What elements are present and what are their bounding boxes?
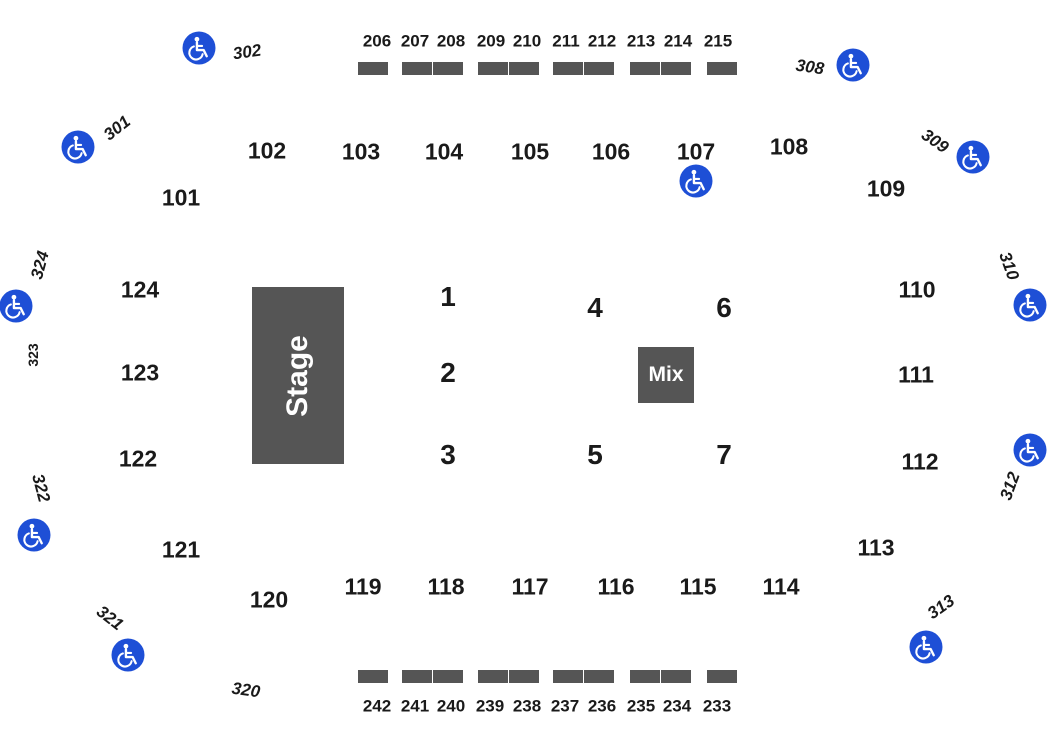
section-233-box[interactable] (707, 670, 737, 683)
stage-label: Stage (281, 334, 314, 417)
section-121[interactable]: 121 (161, 536, 201, 563)
section-208-box[interactable] (433, 62, 463, 75)
section-323[interactable]: 323 (25, 343, 41, 367)
section-324[interactable]: 324 (27, 248, 53, 282)
mix-position[interactable]: Mix (638, 347, 694, 403)
section-206[interactable]: 206 (362, 31, 392, 51)
section-118[interactable]: 118 (427, 573, 465, 600)
section-206-box[interactable] (358, 62, 388, 75)
section-241[interactable]: 241 (400, 696, 430, 716)
section-238[interactable]: 238 (512, 696, 542, 716)
section-112[interactable]: 112 (901, 448, 939, 475)
section-105[interactable]: 105 (510, 138, 550, 165)
section-313[interactable]: 313 (923, 591, 959, 623)
section-312[interactable]: 312 (996, 469, 1024, 503)
floor-section-1[interactable]: 1 (440, 281, 456, 312)
section-210[interactable]: 210 (512, 31, 542, 51)
section-242[interactable]: 242 (362, 696, 392, 716)
wheelchair-icon[interactable] (0, 289, 33, 323)
mix-label: Mix (648, 363, 684, 386)
section-120[interactable]: 120 (249, 586, 289, 613)
section-207[interactable]: 207 (400, 31, 430, 51)
section-114[interactable]: 114 (762, 573, 800, 600)
section-109[interactable]: 109 (866, 175, 906, 202)
stage[interactable]: Stage (252, 287, 344, 464)
section-238-box[interactable] (509, 670, 539, 683)
section-119[interactable]: 119 (344, 573, 382, 600)
section-110[interactable]: 110 (898, 276, 936, 303)
section-241-box[interactable] (402, 670, 432, 683)
section-239[interactable]: 239 (475, 696, 505, 716)
section-236-box[interactable] (584, 670, 614, 683)
section-208[interactable]: 208 (436, 31, 466, 51)
wheelchair-icon[interactable] (182, 31, 216, 65)
wheelchair-icon[interactable] (956, 140, 990, 174)
section-237-box[interactable] (553, 670, 583, 683)
section-117[interactable]: 117 (511, 573, 549, 600)
floor-section-5[interactable]: 5 (587, 439, 603, 470)
section-113[interactable]: 113 (857, 534, 895, 561)
section-301[interactable]: 301 (99, 111, 135, 145)
wheelchair-icon[interactable] (1013, 433, 1047, 467)
section-103[interactable]: 103 (341, 138, 381, 165)
section-322[interactable]: 322 (28, 471, 54, 505)
section-101[interactable]: 101 (161, 184, 201, 211)
section-102[interactable]: 102 (247, 137, 287, 164)
section-212-box[interactable] (584, 62, 614, 75)
section-240-box[interactable] (433, 670, 463, 683)
section-210-box[interactable] (509, 62, 539, 75)
section-239-box[interactable] (478, 670, 508, 683)
section-240[interactable]: 240 (436, 696, 466, 716)
section-234-box[interactable] (661, 670, 691, 683)
section-209-box[interactable] (478, 62, 508, 75)
wheelchair-icon[interactable] (1013, 288, 1047, 322)
section-214[interactable]: 214 (663, 31, 693, 51)
wheelchair-icon[interactable] (61, 130, 95, 164)
wheelchair-icon[interactable] (836, 48, 870, 82)
section-124[interactable]: 124 (120, 276, 160, 303)
floor-section-7[interactable]: 7 (716, 439, 732, 470)
section-115[interactable]: 115 (679, 573, 717, 600)
section-108[interactable]: 108 (769, 133, 809, 160)
section-302[interactable]: 302 (231, 40, 263, 64)
wheelchair-icon[interactable] (909, 630, 943, 664)
section-209[interactable]: 209 (476, 31, 506, 51)
wheelchair-icon[interactable] (679, 164, 713, 198)
floor-section-2[interactable]: 2 (440, 357, 456, 388)
section-213-box[interactable] (630, 62, 660, 75)
section-235-box[interactable] (630, 670, 660, 683)
section-211-box[interactable] (553, 62, 583, 75)
section-214-box[interactable] (661, 62, 691, 75)
section-234[interactable]: 234 (662, 696, 692, 716)
section-320[interactable]: 320 (230, 678, 262, 702)
section-310[interactable]: 310 (995, 249, 1023, 283)
section-215-box[interactable] (707, 62, 737, 75)
section-207-box[interactable] (402, 62, 432, 75)
section-242-box[interactable] (358, 670, 388, 683)
section-321[interactable]: 321 (92, 601, 128, 635)
floor-section-4[interactable]: 4 (587, 292, 603, 323)
section-308[interactable]: 308 (794, 55, 826, 79)
section-212[interactable]: 212 (587, 31, 617, 51)
section-237[interactable]: 237 (550, 696, 580, 716)
floor-section-6[interactable]: 6 (716, 292, 732, 323)
wheelchair-icon[interactable] (17, 518, 51, 552)
section-215[interactable]: 215 (703, 31, 733, 51)
section-116[interactable]: 116 (597, 573, 635, 600)
section-106[interactable]: 106 (591, 138, 631, 165)
wheelchair-icon[interactable] (111, 638, 145, 672)
section-213[interactable]: 213 (626, 31, 656, 51)
section-123[interactable]: 123 (120, 359, 160, 386)
section-233[interactable]: 233 (702, 696, 732, 716)
section-104[interactable]: 104 (424, 138, 464, 165)
section-122[interactable]: 122 (118, 445, 158, 472)
section-211[interactable]: 211 (552, 31, 580, 51)
section-309[interactable]: 309 (917, 125, 953, 157)
section-236[interactable]: 236 (587, 696, 617, 716)
floor-section-3[interactable]: 3 (440, 439, 456, 470)
section-111[interactable]: 111 (898, 361, 934, 388)
section-107[interactable]: 107 (676, 138, 716, 165)
section-235[interactable]: 235 (626, 696, 656, 716)
